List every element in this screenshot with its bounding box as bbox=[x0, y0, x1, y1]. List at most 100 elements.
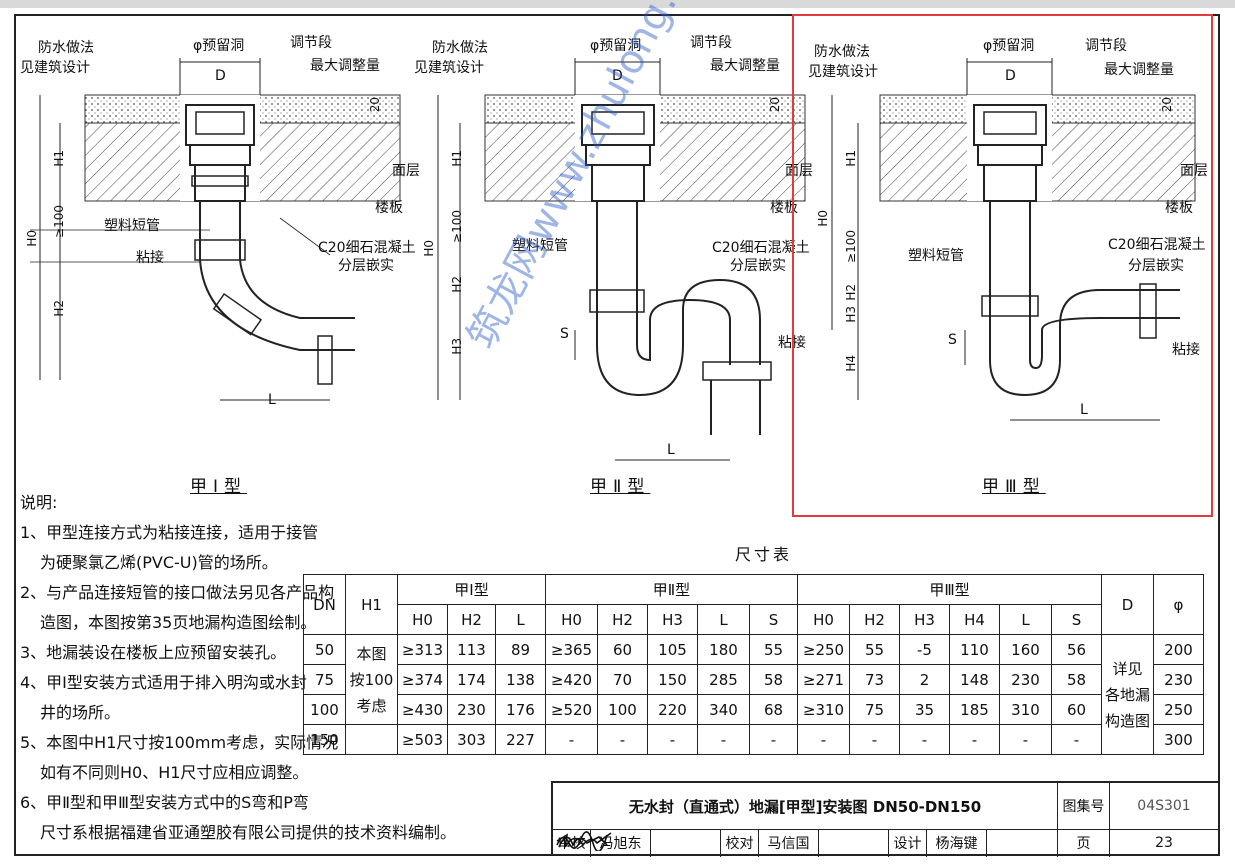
cell-dn: 50 bbox=[303, 634, 346, 665]
d2-reserved-hole: φ预留洞 bbox=[590, 38, 642, 54]
cell: 55 bbox=[849, 634, 900, 665]
cell: 340 bbox=[697, 694, 750, 725]
th-h1: H1 bbox=[345, 574, 398, 635]
signature-icon bbox=[556, 832, 612, 848]
d3-plastic-pipe: 塑料短管 bbox=[908, 248, 964, 264]
cell-d-note: 详见 各地漏 构造图 bbox=[1101, 634, 1154, 755]
d3-adjust-section: 调节段 bbox=[1085, 38, 1127, 54]
cell-empty bbox=[345, 724, 398, 755]
cell: 89 bbox=[495, 634, 546, 665]
cell: 73 bbox=[849, 664, 900, 695]
note-line: 1、甲型连接方式为粘接连接，适用于接管 bbox=[20, 523, 319, 542]
d1-plastic-pipe: 塑料短管 bbox=[104, 218, 160, 234]
cell: ≥420 bbox=[545, 664, 598, 695]
cell: 285 bbox=[697, 664, 750, 695]
table-row: 150 ≥503 303 227 - - - - - - - - - - - 3… bbox=[303, 724, 1204, 755]
d-note-line: 构造图 bbox=[1104, 711, 1150, 730]
th-sub: H0 bbox=[797, 604, 850, 635]
note-line: 尺寸系根据福建省亚通塑胶有限公司提供的技术资料编制。 bbox=[40, 823, 457, 842]
d1-waterproof: 防水做法 bbox=[38, 40, 94, 56]
d3-max-adjust: 最大调整量 bbox=[1104, 62, 1174, 78]
review-name: 冯旭东 bbox=[591, 829, 651, 857]
d1-h1: H1 bbox=[52, 150, 66, 167]
th-phi: φ bbox=[1153, 574, 1204, 635]
cell: ≥365 bbox=[545, 634, 598, 665]
d2-d: D bbox=[612, 68, 623, 84]
note-line: 3、地漏装设在楼板上应预留安装孔。 bbox=[20, 643, 287, 662]
th-sub: H4 bbox=[949, 604, 1000, 635]
cell: ≥520 bbox=[545, 694, 598, 725]
cell: 230 bbox=[447, 694, 496, 725]
selection-highlight bbox=[792, 14, 1213, 517]
page-number: 23 bbox=[1155, 835, 1173, 851]
note-line: 4、甲Ⅰ型安装方式适用于排入明沟或水封 bbox=[20, 673, 307, 692]
review-signature bbox=[556, 829, 721, 857]
design-name: 杨海键 bbox=[927, 829, 987, 857]
check-name: 马信国 bbox=[759, 829, 819, 857]
table-title: 尺寸表 bbox=[735, 545, 793, 564]
top-bar bbox=[0, 0, 1235, 8]
cell: 176 bbox=[495, 694, 546, 725]
cell: - bbox=[949, 724, 1000, 755]
cell: 68 bbox=[749, 694, 798, 725]
d1-d: D bbox=[215, 68, 226, 84]
d1-see-arch: 见建筑设计 bbox=[20, 60, 90, 76]
cell: 180 bbox=[697, 634, 750, 665]
cell: 110 bbox=[949, 634, 1000, 665]
cell-phi: 300 bbox=[1153, 724, 1204, 755]
cell: 58 bbox=[1051, 664, 1102, 695]
cell: 310 bbox=[999, 694, 1052, 725]
th-d: D bbox=[1101, 574, 1154, 635]
notes-heading: 说明: bbox=[20, 493, 58, 512]
drawing-title: 无水封（直通式）地漏[甲型]安装图 DN50-DN150 bbox=[553, 783, 1058, 829]
th-sub: H0 bbox=[545, 604, 598, 635]
title-block-row-sign: 审核 冯旭东 校对 马信国 设计 杨海键 页 23 bbox=[553, 829, 1218, 857]
d3-d: D bbox=[1005, 68, 1016, 84]
d1-max-adjust: 最大调整量 bbox=[310, 58, 380, 74]
cell: 75 bbox=[849, 694, 900, 725]
cell: - bbox=[999, 724, 1052, 755]
note-line: 为硬聚氯乙烯(PVC-U)管的场所。 bbox=[40, 553, 278, 572]
cell: 160 bbox=[999, 634, 1052, 665]
design-label: 设计 bbox=[889, 829, 927, 857]
d1-concrete: C20细石混凝土 bbox=[318, 240, 416, 256]
d2-plastic-pipe: 塑料短管 bbox=[512, 238, 568, 254]
cell-phi: 230 bbox=[1153, 664, 1204, 695]
drawing-frame bbox=[14, 14, 1220, 856]
d3-s: S bbox=[948, 332, 957, 348]
cell-phi: 250 bbox=[1153, 694, 1204, 725]
d1-ge100: ≥100 bbox=[52, 205, 66, 238]
cell: 2 bbox=[899, 664, 950, 695]
cell: - bbox=[647, 724, 698, 755]
note-line: 5、本图中H1尺寸按100mm考虑，实际情况 bbox=[20, 733, 339, 752]
d1-adjust-section: 调节段 bbox=[290, 35, 332, 51]
cell-dn: 100 bbox=[303, 694, 346, 725]
cell-phi: 200 bbox=[1153, 634, 1204, 665]
d2-h1: H1 bbox=[450, 150, 464, 167]
cell: - bbox=[1051, 724, 1102, 755]
table-row: 75 ≥374 174 138 ≥420 70 150 285 58 ≥271 … bbox=[303, 664, 1204, 695]
cell: 60 bbox=[597, 634, 648, 665]
d2-adjust-section: 调节段 bbox=[690, 35, 732, 51]
cell: 105 bbox=[647, 634, 698, 665]
d2-concrete: C20细石混凝土 bbox=[712, 240, 810, 256]
d2-h3: H3 bbox=[450, 338, 464, 355]
th-sub: L bbox=[495, 604, 546, 635]
d1-h0: H0 bbox=[25, 230, 39, 247]
d3-slab: 楼板 bbox=[1165, 200, 1193, 216]
cell: - bbox=[697, 724, 750, 755]
cell: - bbox=[545, 724, 598, 755]
cell: ≥250 bbox=[797, 634, 850, 665]
th-sub: H2 bbox=[597, 604, 648, 635]
cell: 58 bbox=[749, 664, 798, 695]
d1-layered: 分层嵌实 bbox=[338, 258, 394, 274]
th-group3: 甲Ⅲ型 bbox=[797, 574, 1102, 605]
cell: 303 bbox=[447, 724, 496, 755]
d2-slab: 楼板 bbox=[770, 200, 798, 216]
cell: ≥313 bbox=[397, 634, 448, 665]
d2-title: 甲Ⅱ型 bbox=[590, 477, 651, 497]
cell: 56 bbox=[1051, 634, 1102, 665]
d2-l: L bbox=[667, 442, 675, 458]
cell-dn: 75 bbox=[303, 664, 346, 695]
